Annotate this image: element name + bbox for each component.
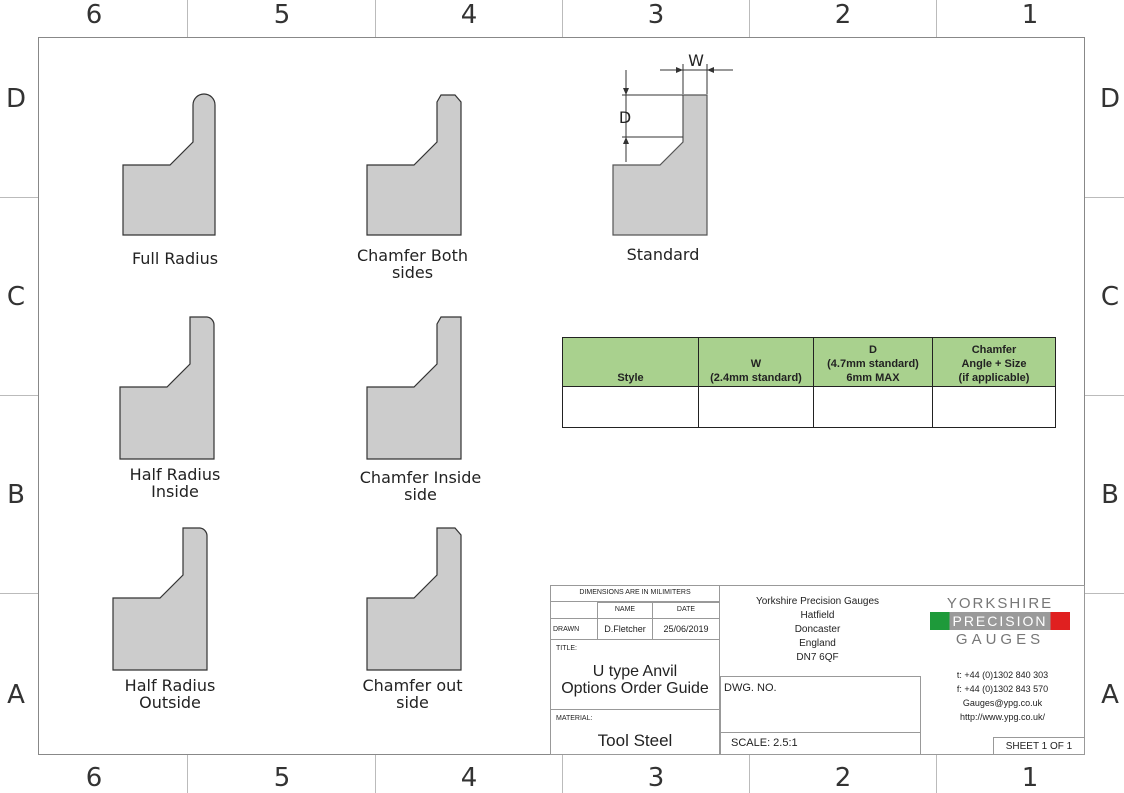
scale-cell: [720, 732, 921, 755]
material-value: Tool Steel: [597, 731, 673, 750]
zone-row-left-c: C: [6, 282, 26, 312]
spec-table-header-row: Style W(2.4mm standard) D(4.7mm standard…: [562, 337, 1056, 387]
half-radius-inside-profile: [119, 316, 215, 460]
company-line: England: [799, 638, 836, 649]
zone-col-top-1: 1: [1021, 0, 1039, 30]
table-cell[interactable]: [698, 386, 814, 428]
dimension-w-label: W: [688, 51, 704, 70]
dimension-d-label: D: [618, 108, 632, 127]
drawn-date: 25/06/2019: [663, 624, 709, 634]
name-header: NAME: [614, 606, 636, 613]
zone-row-right-c: C: [1100, 282, 1120, 312]
title-line1: U type Anvil: [592, 663, 678, 680]
zone-tick: [187, 0, 188, 37]
zone-row-left-d: D: [5, 84, 27, 114]
chamfer-inside-profile: [366, 316, 462, 460]
zone-row-right-b: B: [1101, 480, 1119, 510]
chamfer-both-label: Chamfer Both sides: [356, 246, 469, 282]
company-line: Yorkshire Precision Gauges: [755, 596, 880, 607]
dimensions-note: DIMENSIONS ARE IN MILIMITERS: [579, 589, 691, 596]
zone-col-top-4: 4: [460, 0, 478, 30]
zone-col-top-6: 6: [85, 0, 103, 30]
company-line: Hatfield: [800, 610, 835, 621]
zone-col-top-5: 5: [273, 0, 291, 30]
zone-tick: [562, 755, 563, 793]
title-line2: Options Order Guide: [561, 680, 709, 697]
zone-tick: [1085, 395, 1124, 396]
half-radius-outside-label: Half Radius Outside: [124, 676, 216, 712]
contact-line: f: +44 (0)1302 843 570: [956, 684, 1049, 694]
table-row: [562, 386, 1056, 428]
title-label: TITLE:: [556, 645, 578, 652]
header-style: Style: [562, 337, 699, 387]
zone-row-right-a: A: [1101, 680, 1119, 710]
header-w: W(2.4mm standard): [698, 337, 814, 387]
zone-col-top-2: 2: [834, 0, 852, 30]
date-header: DATE: [676, 606, 696, 613]
zone-tick: [562, 0, 563, 37]
standard-label: Standard: [626, 245, 700, 264]
zone-row-left-a: A: [7, 680, 25, 710]
half-radius-inside-label: Half Radius Inside: [129, 465, 221, 501]
scale-label: SCALE: 2.5:1: [731, 737, 798, 749]
zone-tick: [1085, 197, 1124, 198]
logo-stripe: [930, 612, 1070, 630]
zone-col-bottom-5: 5: [273, 763, 291, 793]
drawn-name-cell: [597, 618, 653, 640]
chamfer-both-profile: [366, 94, 462, 236]
drawn-label: DRAWN: [553, 626, 580, 633]
logo-gauges: GAUGES: [955, 631, 1045, 648]
material-label: MATERIAL:: [556, 715, 593, 722]
zone-col-bottom-2: 2: [834, 763, 852, 793]
standard-profile: [612, 94, 708, 236]
zone-col-bottom-1: 1: [1021, 763, 1039, 793]
table-cell[interactable]: [813, 386, 933, 428]
chamfer-out-profile: [366, 527, 462, 671]
company-line: DN7 6QF: [796, 652, 839, 663]
table-cell[interactable]: [562, 386, 699, 428]
zone-col-bottom-6: 6: [85, 763, 103, 793]
zone-col-bottom-3: 3: [647, 763, 665, 793]
spec-table: Style W(2.4mm standard) D(4.7mm standard…: [562, 337, 1056, 428]
contact-line: http://www.ypg.co.uk/: [959, 712, 1046, 722]
company-line: Doncaster: [794, 624, 841, 635]
header-d: D(4.7mm standard)6mm MAX: [813, 337, 933, 387]
logo-precision: PRECISION: [952, 613, 1048, 629]
material-cell: [550, 709, 720, 755]
zone-tick: [749, 755, 750, 793]
zone-row-right-d: D: [1099, 84, 1121, 114]
contact-line: t: +44 (0)1302 840 303: [956, 670, 1049, 680]
dimension-annotations: [622, 64, 733, 162]
sheet-cell: [993, 737, 1085, 755]
zone-col-top-3: 3: [647, 0, 665, 30]
zone-tick: [375, 0, 376, 37]
zone-tick: [0, 395, 38, 396]
sheet-label: SHEET 1 OF 1: [1005, 741, 1073, 752]
logo-yorkshire: YORKSHIRE: [946, 595, 1054, 612]
dwg-no-label: DWG. NO.: [724, 682, 777, 694]
zone-tick: [936, 755, 937, 793]
half-radius-outside-profile: [112, 527, 208, 671]
zone-row-left-b: B: [7, 480, 25, 510]
chamfer-out-label: Chamfer out side: [362, 676, 463, 712]
zone-tick: [936, 0, 937, 37]
zone-col-bottom-4: 4: [460, 763, 478, 793]
full-radius-profile: [122, 93, 216, 236]
zone-tick: [375, 755, 376, 793]
dim-note-cell: [550, 585, 720, 602]
zone-tick: [749, 0, 750, 37]
contact-line: Gauges@ypg.co.uk: [962, 698, 1043, 708]
zone-tick: [1085, 593, 1124, 594]
full-radius-label: Full Radius: [131, 249, 219, 268]
zone-tick: [0, 593, 38, 594]
zone-tick: [187, 755, 188, 793]
chamfer-inside-label: Chamfer Inside side: [359, 468, 482, 504]
drawn-name: D.Fletcher: [604, 624, 646, 634]
zone-tick: [0, 197, 38, 198]
table-cell[interactable]: [932, 386, 1056, 428]
